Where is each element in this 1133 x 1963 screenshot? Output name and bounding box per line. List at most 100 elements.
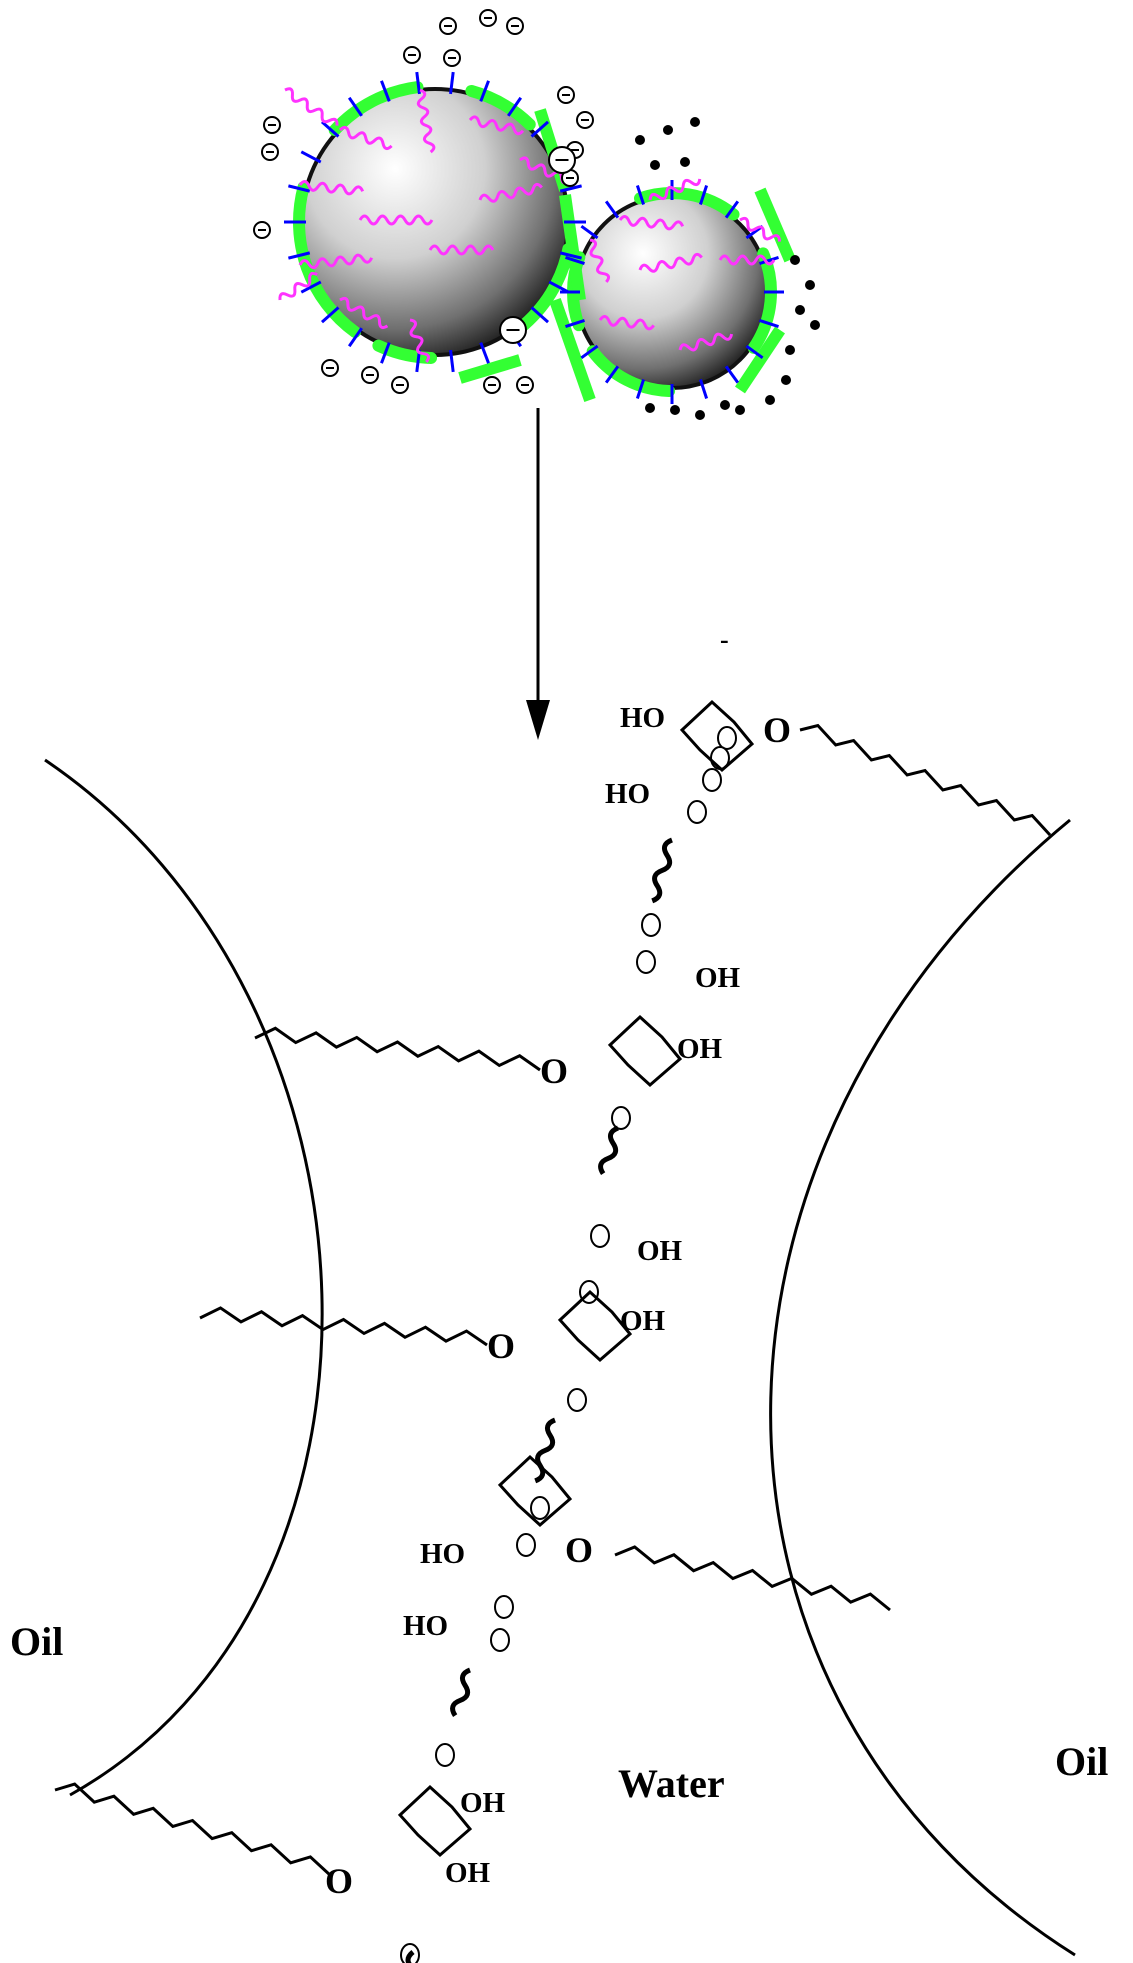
tick [288, 251, 311, 260]
tick [580, 344, 599, 360]
dot [781, 375, 791, 385]
bead [687, 800, 707, 824]
ring [397, 1784, 473, 1858]
tick [759, 255, 779, 265]
tick [288, 184, 311, 193]
charge [443, 49, 461, 67]
alkyl-tails [54, 723, 1052, 1877]
chain [298, 179, 365, 196]
coating-segment [586, 345, 676, 397]
coating-segment [293, 181, 361, 338]
tick [724, 365, 740, 384]
tick [580, 224, 599, 240]
chain [339, 296, 389, 330]
chain [409, 318, 431, 363]
dot [810, 320, 820, 330]
dot [680, 157, 690, 167]
tick [699, 185, 709, 205]
bead [494, 1595, 514, 1619]
tick [745, 344, 764, 360]
bead [636, 950, 656, 974]
tick [604, 200, 620, 219]
right-oil-interface [769, 818, 1076, 1957]
tick [635, 379, 645, 399]
tick [449, 349, 455, 373]
hydroxyl-label: OH [637, 1235, 683, 1267]
ether-oxygen: O [540, 1051, 568, 1091]
dot [635, 135, 645, 145]
alkyl-chain [614, 1545, 891, 1612]
coating-segment [465, 84, 536, 131]
alkyl-chain [799, 723, 1052, 837]
dot [785, 345, 795, 355]
alkyl-chain [54, 1782, 332, 1877]
dot [735, 405, 745, 415]
tick [604, 365, 620, 384]
charge-sign: - [720, 625, 729, 654]
bead [567, 1388, 587, 1412]
tick [320, 120, 340, 138]
tick [479, 342, 490, 364]
bead [435, 1743, 455, 1767]
chain [678, 332, 734, 352]
ring [607, 1014, 683, 1088]
dot [720, 400, 730, 410]
charge [483, 376, 501, 394]
coating-segment [328, 81, 424, 137]
tick [479, 80, 490, 102]
left-oil-interface [44, 758, 324, 1797]
chain [718, 254, 776, 266]
hydroxyl-label: HO [605, 778, 650, 810]
tick [530, 120, 550, 138]
coating-bar [735, 326, 785, 394]
chain [284, 87, 339, 126]
tick [699, 379, 709, 399]
tick [559, 251, 582, 260]
tick [415, 71, 421, 95]
chain [468, 115, 525, 136]
process-arrow [526, 408, 550, 740]
dot [795, 305, 805, 315]
dot [695, 410, 705, 420]
wavy-link [405, 1950, 415, 1963]
tick [320, 306, 340, 324]
bead [530, 1496, 550, 1520]
bead [717, 726, 737, 750]
tick [724, 200, 740, 219]
dot [765, 395, 775, 405]
bead [702, 768, 722, 792]
charge [361, 366, 379, 384]
chain [739, 216, 781, 242]
ether-oxygen: O [325, 1861, 353, 1901]
tick [507, 96, 523, 117]
chain [298, 253, 374, 270]
tick [559, 184, 582, 193]
alkyl-chain [199, 1306, 488, 1347]
hydroxyl-label: OH [620, 1305, 666, 1337]
tick [300, 150, 322, 164]
sugar-rings [397, 699, 755, 1858]
dot [670, 405, 680, 415]
chain [598, 314, 655, 331]
chain [589, 238, 611, 283]
tick [347, 327, 363, 348]
tick [548, 280, 570, 294]
charge [499, 316, 527, 344]
particle-cluster [253, 9, 820, 420]
charge [391, 376, 409, 394]
charge [557, 86, 575, 104]
ether-oxygen: O [565, 1530, 593, 1570]
hydroxyl-label: HO [420, 1538, 465, 1570]
chain [478, 182, 543, 203]
wavy-link [651, 837, 674, 904]
chain [618, 214, 685, 231]
ether-oxygen: O [763, 710, 791, 750]
chain [638, 252, 703, 273]
bead [490, 1628, 510, 1652]
chain [358, 214, 434, 226]
coating-bar [549, 298, 596, 402]
ring [679, 699, 755, 773]
tick [635, 185, 645, 205]
tick [565, 319, 585, 329]
chain [648, 178, 702, 201]
